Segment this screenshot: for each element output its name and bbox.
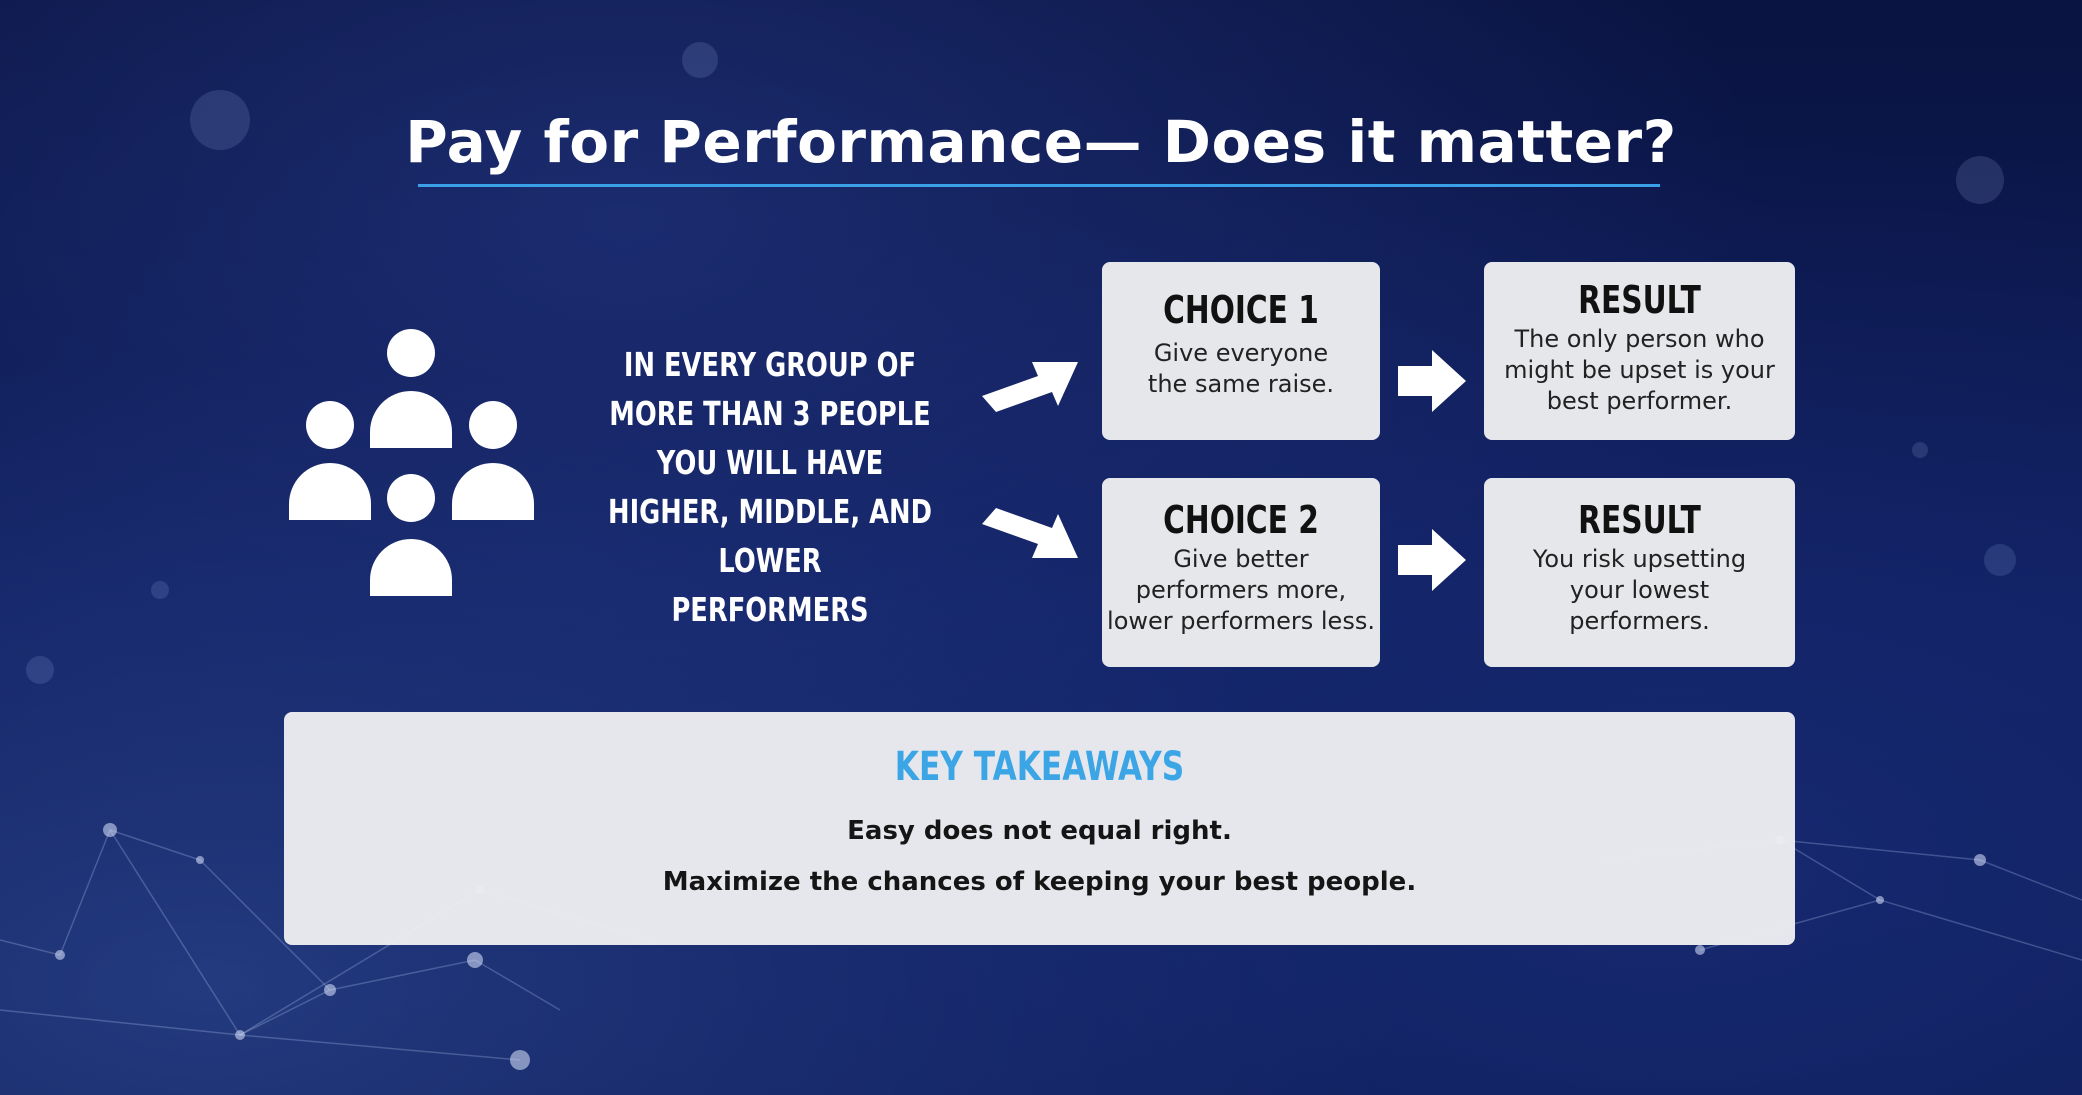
takeaway-line: Easy does not equal right. [847, 816, 1232, 846]
key-takeaways-panel: KEY TAKEAWAYS Easy does not equal right.… [284, 712, 1795, 945]
result-description: The only person who might be upset is yo… [1504, 325, 1775, 415]
people-group-icon [289, 329, 534, 596]
result-card-1: RESULT The only person who might be upse… [1484, 262, 1795, 440]
choice-title: CHOICE 1 [1163, 288, 1319, 332]
choice-card-1: CHOICE 1 Give everyone the same raise. [1102, 262, 1380, 440]
choice-description: Give everyone the same raise. [1147, 339, 1335, 398]
intro-text: IN EVERY GROUP OF MORE THAN 3 PEOPLE YOU… [608, 345, 932, 629]
result-title: RESULT [1578, 278, 1701, 322]
key-takeaways-title: KEY TAKEAWAYS [894, 744, 1185, 790]
arrow-right-icon [1398, 350, 1466, 412]
slide-title: Pay for Performance— Does it matter? [405, 108, 1677, 176]
title-underline [418, 184, 1660, 187]
result-title: RESULT [1578, 498, 1701, 542]
choice-description: Give better performers more, lower perfo… [1107, 545, 1375, 635]
arrow-right-icon [982, 508, 1078, 558]
takeaway-line: Maximize the chances of keeping your bes… [662, 867, 1417, 897]
choice-card-2: CHOICE 2 Give better performers more, lo… [1102, 478, 1380, 667]
result-description: You risk upsetting your lowest performer… [1532, 545, 1747, 635]
result-card-2: RESULT You risk upsetting your lowest pe… [1484, 478, 1795, 667]
arrow-right-icon [982, 362, 1078, 412]
arrow-right-icon [1398, 529, 1466, 591]
choice-title: CHOICE 2 [1163, 498, 1319, 542]
